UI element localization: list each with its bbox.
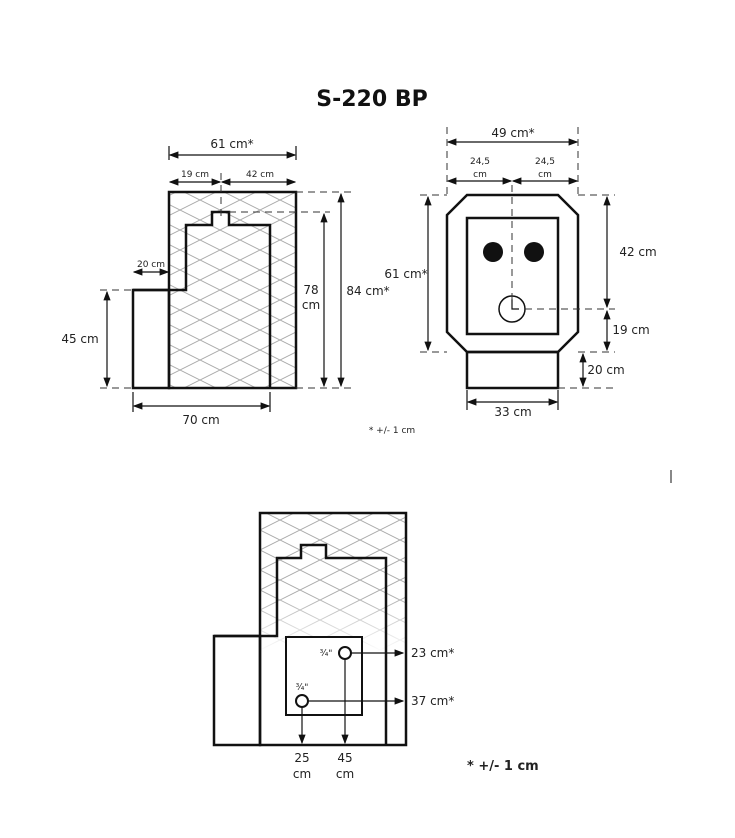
dim-total-height: 84 cm* <box>346 284 389 298</box>
tolerance-note: * +/- 1 cm <box>467 759 539 774</box>
dim-half-left: 24,5 <box>470 157 490 167</box>
dim-base-height: 20 cm <box>587 363 624 377</box>
control-knob-right <box>524 242 544 262</box>
front-view: 49 cm* 24,5 cm 24,5 cm 61 cm* 42 cm 19 c… <box>384 126 656 419</box>
height-lower: 37 cm* <box>411 694 454 708</box>
dim-seg-right: 42 cm <box>246 170 274 180</box>
dist-lower-unit: cm <box>293 767 311 781</box>
dim-inner-height: 78 <box>303 283 318 297</box>
dim-upper: 42 cm <box>619 245 656 259</box>
tolerance-note-small: * +/- 1 cm <box>369 426 415 436</box>
dim-front-width: 49 cm* <box>491 126 534 140</box>
dim-total-width: 61 cm* <box>210 137 253 151</box>
dim-half-left-unit: cm <box>473 170 487 180</box>
dim-bench-height: 45 cm <box>61 332 98 346</box>
dim-half-right: 24,5 <box>535 157 555 167</box>
title: S-220 BP <box>316 87 427 112</box>
dim-lower: 19 cm <box>612 323 649 337</box>
bench-outline-bottom <box>212 634 262 747</box>
dim-inner-height-unit: cm <box>302 298 320 312</box>
pipe1-size: ¾" <box>320 649 333 659</box>
pipe-connection-lower <box>295 694 309 708</box>
dist-upper-unit: cm <box>336 767 354 781</box>
dim-base-width-front: 33 cm <box>494 405 531 419</box>
dim-half-right-unit: cm <box>538 170 552 180</box>
stone-chamber-outline <box>133 210 272 388</box>
dist-lower: 25 <box>294 751 309 765</box>
front-door <box>465 216 560 336</box>
dim-front-height: 61 cm* <box>384 267 427 281</box>
height-upper: 23 cm* <box>411 646 454 660</box>
pipe-connection-upper <box>338 646 352 660</box>
side-view: 61 cm* 19 cm 42 cm 20 cm 45 cm 78 cm 84 … <box>61 137 415 436</box>
front-base <box>465 350 560 390</box>
bench-outline <box>131 288 171 390</box>
dim-base-width: 70 cm <box>182 413 219 427</box>
dist-upper: 45 <box>337 751 352 765</box>
dim-seg-left: 19 cm <box>181 170 209 180</box>
dim-bench-width: 20 cm <box>137 260 165 270</box>
connection-view: ¾" ¾" 23 cm* 37 cm* 25 cm 45 cm * +/- 1 … <box>212 511 539 781</box>
pipe2-size: ¾" <box>296 683 309 693</box>
control-knob-left <box>483 242 503 262</box>
